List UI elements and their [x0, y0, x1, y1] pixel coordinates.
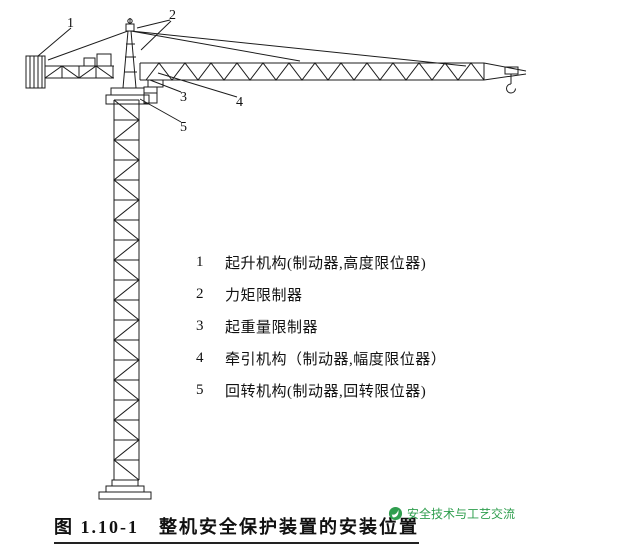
tower-base — [98, 479, 152, 500]
tower-mast — [113, 99, 140, 481]
legend-item-text: 牵引机构（制动器,幅度限位器） — [225, 351, 447, 368]
slewing-turntable — [105, 87, 150, 105]
legend-item: 1 起升机构(制动器,高度限位器) — [196, 246, 446, 278]
figure-caption: 图 1.10-1 整机安全保护装置的安装位置 — [54, 513, 419, 544]
legend-item-text: 回转机构(制动器,回转限位器) — [225, 383, 427, 400]
legend-item: 4 牵引机构（制动器,幅度限位器） — [196, 342, 446, 374]
watermark-text: 安全技术与工艺交流 — [407, 507, 516, 521]
legend: 1 起升机构(制动器,高度限位器) 2 力矩限制器 3 起重量限制器 4 牵引机… — [196, 246, 446, 406]
legend-item-number: 5 — [196, 381, 204, 398]
callout-4: 4 — [236, 95, 243, 110]
legend-item: 3 起重量限制器 — [196, 310, 446, 342]
callout-leader-lines — [37, 19, 238, 123]
legend-item-number: 4 — [196, 349, 204, 366]
legend-item: 2 力矩限制器 — [196, 278, 446, 310]
tower-head — [122, 18, 137, 89]
legend-item-text: 力矩限制器 — [225, 287, 303, 304]
legend-item-number: 1 — [196, 253, 204, 270]
hoist-mechanism — [83, 57, 96, 67]
pendant-lines — [47, 30, 467, 67]
callout-3: 3 — [180, 90, 187, 105]
callout-numbers: 1 2 3 4 5 — [67, 8, 243, 135]
callout-5: 5 — [180, 120, 187, 135]
watermark: 安全技术与工艺交流 — [388, 505, 515, 522]
trolley-mechanism — [147, 79, 164, 88]
tower-crane-diagram: 1 2 3 4 5 — [25, 8, 527, 500]
legend-item-text: 起重量限制器 — [225, 319, 319, 336]
hook-block — [504, 66, 519, 94]
counterweight — [25, 55, 46, 89]
watermark-logo-icon — [388, 506, 403, 521]
legend-item-number: 3 — [196, 317, 204, 334]
counter-jib — [44, 53, 114, 79]
callout-2: 2 — [169, 8, 176, 23]
legend-item: 5 回转机构(制动器,回转限位器) — [196, 374, 446, 406]
legend-item-text: 起升机构(制动器,高度限位器) — [225, 255, 427, 272]
jib — [139, 62, 527, 81]
callout-1: 1 — [67, 16, 74, 31]
legend-item-number: 2 — [196, 285, 204, 302]
